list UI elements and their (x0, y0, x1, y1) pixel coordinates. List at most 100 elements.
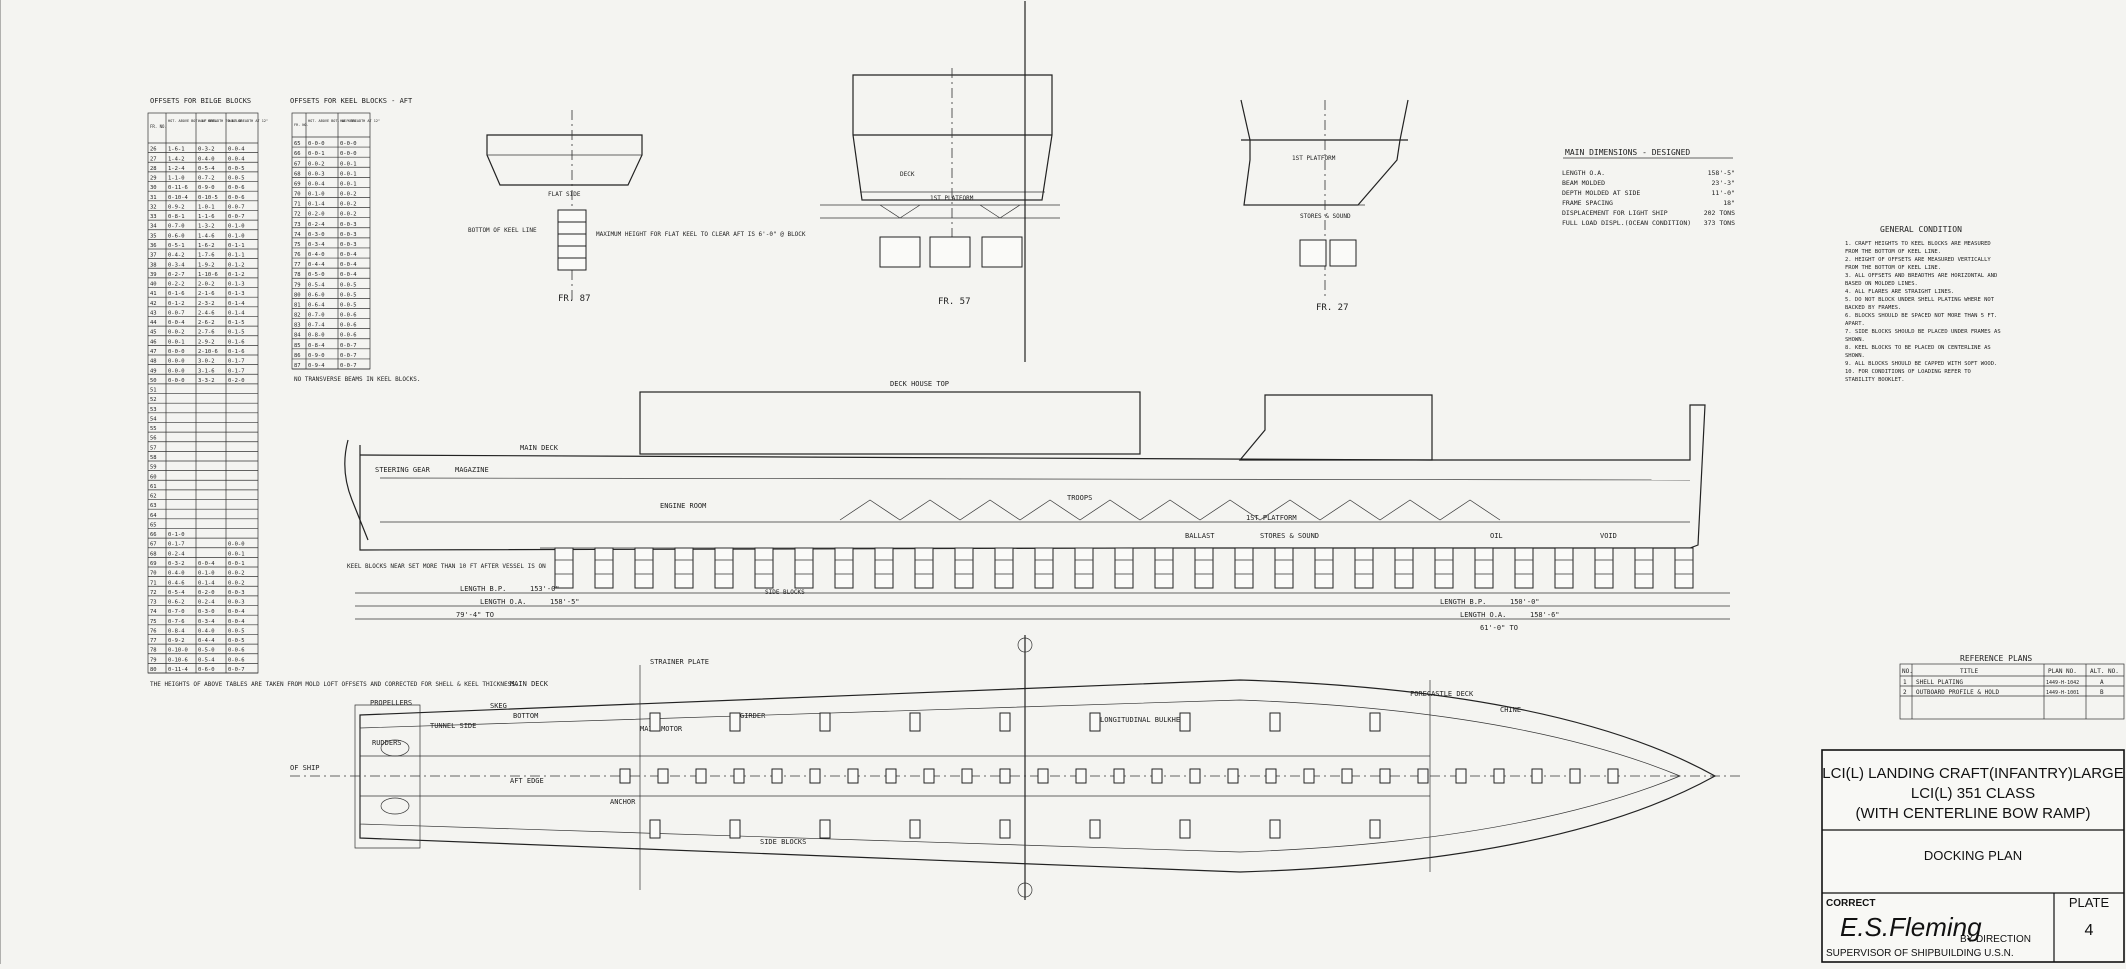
length-oa-fwd-value: 158'-6" (1530, 611, 1560, 619)
plan-keel-block (1227, 768, 1239, 784)
ref-row-2-alt: B (2100, 689, 2104, 696)
t1-cell: 0-5-4 (198, 657, 215, 663)
t2-cell: 86 (294, 353, 301, 359)
t1-cell: 76 (150, 628, 157, 634)
t1-col-0: FR. NO. (150, 124, 167, 129)
t1-cell: 0-0-6 (228, 195, 245, 201)
t1-cell: 2-6-2 (198, 320, 215, 326)
plan-keel-block (885, 768, 897, 784)
space-stores: STORES & SOUND (1260, 532, 1319, 540)
t1-cell: 0-0-0 (228, 542, 245, 548)
t2-cell: 0-4-0 (308, 252, 325, 258)
deck-house-top-label: DECK HOUSE TOP (890, 380, 949, 388)
t2-cell: 76 (294, 252, 301, 258)
plan-side-blocks: SIDE BLOCKS (760, 838, 806, 846)
t1-cell: 37 (150, 253, 157, 259)
t1-cell: 28 (150, 166, 157, 172)
hull-profile (359, 404, 1706, 551)
main-dim-value: 18" (1723, 199, 1735, 207)
t1-cell: 0-10-6 (168, 657, 188, 663)
t2-cell: 0-0-3 (308, 171, 325, 177)
t2-cell: 67 (294, 161, 301, 167)
deck-house (639, 391, 1141, 455)
t1-cell: 0-1-0 (228, 224, 245, 230)
t1-cell: 0-4-4 (198, 638, 215, 644)
t1-cell: 1-6-2 (198, 243, 215, 249)
first-platform-label: 1ST PLATFORM (1246, 514, 1297, 522)
t1-cell: 0-1-5 (228, 320, 245, 326)
length-bp-fwd-value: 150'-0" (1510, 598, 1540, 606)
offsets-table-2-heading: OFFSETS FOR KEEL BLOCKS - AFT (290, 97, 413, 105)
t2-cell: 0-0-4 (340, 272, 357, 278)
t2-cell: 75 (294, 242, 301, 248)
t2-col-2: HALF BREADTH AT 12" (340, 119, 380, 123)
plan-keel-block (733, 768, 745, 784)
t2-cell: 72 (294, 212, 301, 218)
t1-cell: 0-0-6 (228, 648, 245, 654)
t1-cell: 80 (150, 667, 157, 673)
offsets-table-keel: OFFSETS FOR KEEL BLOCKS - AFT FR. NO. HG… (290, 97, 420, 383)
space-troops: TROOPS (1067, 494, 1092, 502)
keel-block (874, 547, 894, 589)
plan-keel-block (1493, 768, 1505, 784)
keel-block (1634, 547, 1654, 589)
t1-cell: 0-0-4 (228, 156, 245, 162)
general-condition-line: BASED ON MOLDED LINES. (1845, 281, 1918, 287)
t1-cell: 26 (150, 147, 157, 153)
t1-cell: 65 (150, 522, 157, 528)
t2-cell: 0-2-4 (308, 222, 325, 228)
t1-cell: 33 (150, 214, 157, 220)
plan-side-block (649, 712, 661, 732)
plan-main-deck: MAIN DECK (510, 680, 549, 688)
t1-cell: 1-7-6 (198, 253, 215, 259)
plan-aft-edge: AFT EDGE (510, 777, 544, 785)
general-condition-line: 4. ALL FLARES ARE STRAIGHT LINES. (1845, 289, 1954, 295)
t2-cell: 68 (294, 171, 301, 177)
t1-cell: 0-8-4 (168, 628, 185, 634)
t2-cell: 0-5-4 (308, 282, 325, 288)
plan-keel-block (847, 768, 859, 784)
plan-skeg: SKEG (490, 702, 507, 710)
t1-cell: 64 (150, 513, 157, 519)
fr87-label: FR. 87 (558, 294, 591, 304)
t1-cell: 35 (150, 233, 157, 239)
t1-cell: 58 (150, 455, 157, 461)
t2-cell: 0-4-4 (308, 262, 325, 268)
t1-cell: 1-1-6 (198, 214, 215, 220)
plan-side-block (649, 819, 661, 839)
plan-side-block (729, 712, 741, 732)
plan-side-block (1369, 819, 1381, 839)
t1-cell: 0-7-2 (198, 176, 215, 182)
general-condition-line: 6. BLOCKS SHOULD BE SPACED NOT MORE THAN… (1845, 313, 1997, 319)
keel-block (1674, 547, 1694, 589)
ref-row-1-plan: 1449-H-1042 (2046, 680, 2079, 686)
general-condition-line: 10. FOR CONDITIONS OF LOADING REFER TO (1845, 369, 1971, 375)
plan-keel-block (1151, 768, 1163, 784)
t1-cell: 69 (150, 561, 157, 567)
keel-block (634, 547, 654, 589)
fr87-keel: BOTTOM OF KEEL LINE (468, 227, 537, 234)
t1-cell: 0-11-6 (168, 185, 188, 191)
t1-cell: 0-7-0 (168, 609, 185, 615)
t1-cell: 0-1-0 (228, 233, 245, 239)
t1-cell: 53 (150, 407, 157, 413)
t1-cell: 0-1-4 (228, 301, 245, 307)
plan-side-block (999, 819, 1011, 839)
plan-keel-block (657, 768, 669, 784)
t1-cell: 0-0-5 (228, 628, 245, 634)
t1-cell: 43 (150, 310, 157, 316)
t2-cell: 0-0-4 (340, 262, 357, 268)
keel-block (1514, 547, 1534, 589)
t1-cell: 32 (150, 204, 157, 210)
t2-cell: 0-0-7 (340, 353, 357, 359)
t2-cell: 70 (294, 192, 301, 198)
plan-anchor: ANCHOR (610, 798, 636, 806)
t1-cell: 0-0-5 (228, 638, 245, 644)
t2-cell: 84 (294, 333, 301, 339)
length-bp-aft-label: LENGTH B.P. (460, 585, 506, 593)
t1-cell: 0-0-6 (228, 657, 245, 663)
t2-cell: 0-0-5 (340, 302, 357, 308)
t1-cell: 0-1-4 (228, 310, 245, 316)
keel-block (1554, 547, 1574, 589)
